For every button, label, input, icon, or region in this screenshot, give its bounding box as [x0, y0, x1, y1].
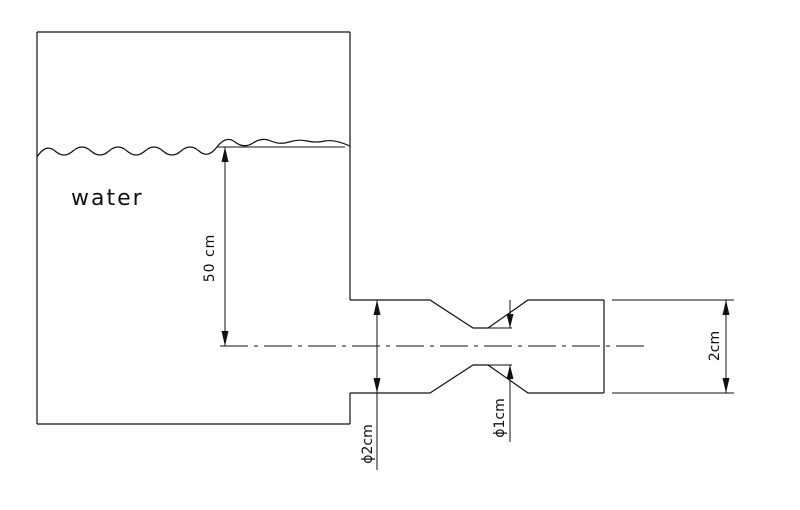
throat-diameter-label: ϕ1cm	[492, 398, 508, 437]
inlet-arrow-bottom	[373, 378, 381, 393]
venturi-pipe	[350, 299, 605, 394]
height-arrow-bottom	[221, 331, 229, 346]
pipe-bottom-wall	[350, 364, 604, 394]
outlet-arrow-top	[722, 300, 730, 315]
throat-diameter-dimension: ϕ1cm	[488, 300, 514, 442]
water-surface	[36, 138, 351, 158]
height-arrow-top	[221, 147, 229, 162]
pipe-top-wall	[350, 299, 604, 329]
throat-arrow-top	[506, 314, 514, 328]
throat-arrow-bottom	[506, 365, 514, 379]
inlet-diameter-dimension: ϕ2cm	[360, 300, 381, 470]
water-label: water	[71, 186, 144, 211]
outlet-height-label: 2cm	[707, 331, 723, 361]
outlet-height-dimension: 2cm	[612, 299, 734, 394]
height-dimension: 50 cm	[202, 147, 229, 346]
outlet-arrow-bottom	[722, 378, 730, 393]
height-label: 50 cm	[202, 234, 218, 283]
inlet-diameter-label: ϕ2cm	[360, 424, 376, 463]
tank	[36, 31, 351, 425]
inlet-arrow-top	[373, 300, 381, 315]
